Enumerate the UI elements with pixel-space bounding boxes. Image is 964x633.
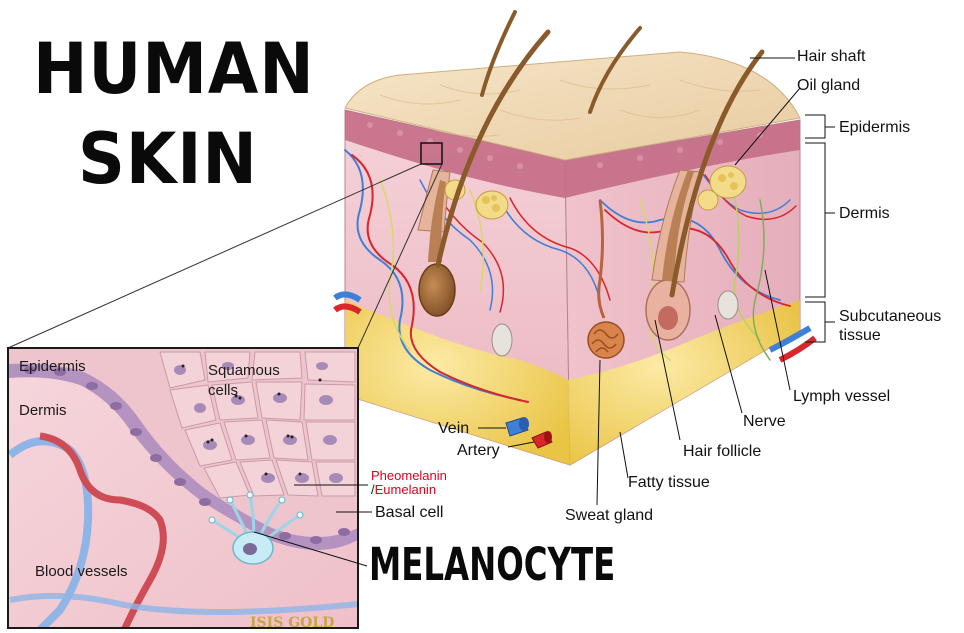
- inset-label-cells: cells: [208, 382, 238, 400]
- label-subcutaneous: Subcutaneous: [839, 308, 941, 326]
- label-tissue: tissue: [839, 327, 881, 345]
- label-hair-follicle: Hair follicle: [683, 443, 761, 461]
- label-fatty-tissue: Fatty tissue: [628, 474, 710, 492]
- melanocyte-inset: ISIS GOLD: [8, 348, 358, 633]
- pacinian-corpuscle-right: [718, 291, 738, 319]
- label-nerve: Nerve: [743, 413, 786, 431]
- inset-label-blood-vessels: Blood vessels: [35, 563, 128, 581]
- title-human: HUMAN: [33, 28, 315, 110]
- label-vein: Vein: [438, 420, 469, 438]
- label-eumelanin-text: Eumelanin: [375, 482, 436, 497]
- skin-block: [335, 12, 815, 465]
- label-eumelanin: /Eumelanin: [371, 481, 436, 499]
- label-epidermis: Epidermis: [839, 119, 910, 137]
- label-melanocyte: MELANOCYTE: [369, 538, 615, 591]
- pacinian-corpuscle-left: [492, 324, 512, 356]
- title-skin: SKIN: [78, 118, 258, 200]
- label-artery: Artery: [457, 442, 500, 460]
- inset-label-squamous: Squamous: [208, 362, 280, 380]
- label-oil-gland: Oil gland: [797, 77, 860, 95]
- label-dermis: Dermis: [839, 205, 890, 223]
- label-hair-shaft: Hair shaft: [797, 48, 865, 66]
- label-basal-cell: Basal cell: [375, 504, 443, 522]
- label-sweat-gland: Sweat gland: [565, 507, 653, 525]
- label-lymph-vessel: Lymph vessel: [793, 388, 890, 406]
- inset-label-epidermis: Epidermis: [19, 358, 86, 376]
- inset-label-dermis: Dermis: [19, 402, 67, 420]
